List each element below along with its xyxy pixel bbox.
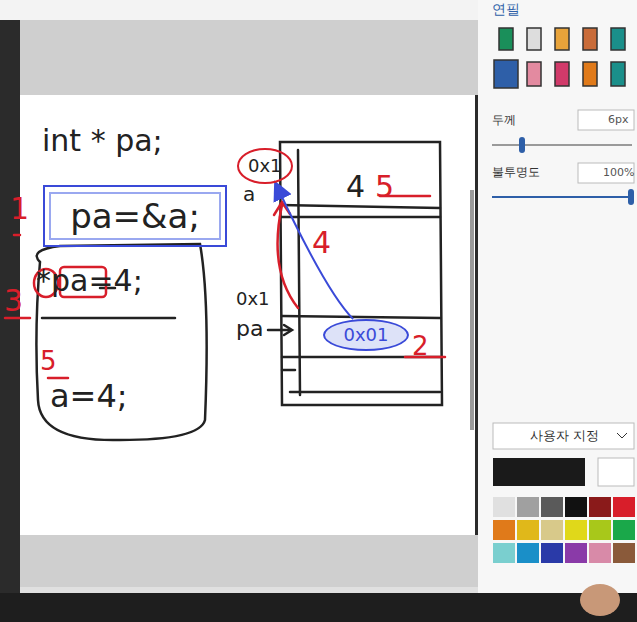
callout-number: 2 (412, 333, 429, 359)
variable-name: a (243, 184, 255, 204)
address-label: 0x1 (236, 290, 270, 308)
code-line: int * pa; (42, 126, 163, 156)
callout-number: 4 (312, 228, 331, 258)
callout-number: 3 (4, 286, 23, 316)
memory-cell: 45 (305, 168, 435, 206)
pointer-arrow (276, 184, 353, 319)
address-circle: 0x1 (237, 148, 293, 184)
node-text: 4 (346, 172, 365, 202)
callout-number: 1 (10, 194, 29, 224)
dropdown-label: 사용자 지정 (530, 429, 599, 442)
code-line: *pa=4; (36, 266, 143, 296)
setting-value: 6px (608, 114, 629, 125)
code-line: a=4; (50, 380, 128, 412)
setting-label: 불투명도 (492, 166, 540, 178)
panel-title: 연필 (492, 2, 520, 16)
pointer-value-oval: 0x01 (323, 319, 409, 351)
node-text: 0x1 (248, 157, 282, 175)
setting-value: 100% (603, 167, 634, 178)
setting-label: 두께 (492, 114, 516, 126)
variable-name: pa (236, 318, 263, 340)
statement-box: pa=&a; (50, 193, 220, 239)
node-text: pa=&a; (70, 199, 200, 233)
node-text: 0x01 (343, 326, 388, 344)
node-text: 5 (375, 172, 394, 202)
callout-number: 5 (40, 348, 57, 374)
